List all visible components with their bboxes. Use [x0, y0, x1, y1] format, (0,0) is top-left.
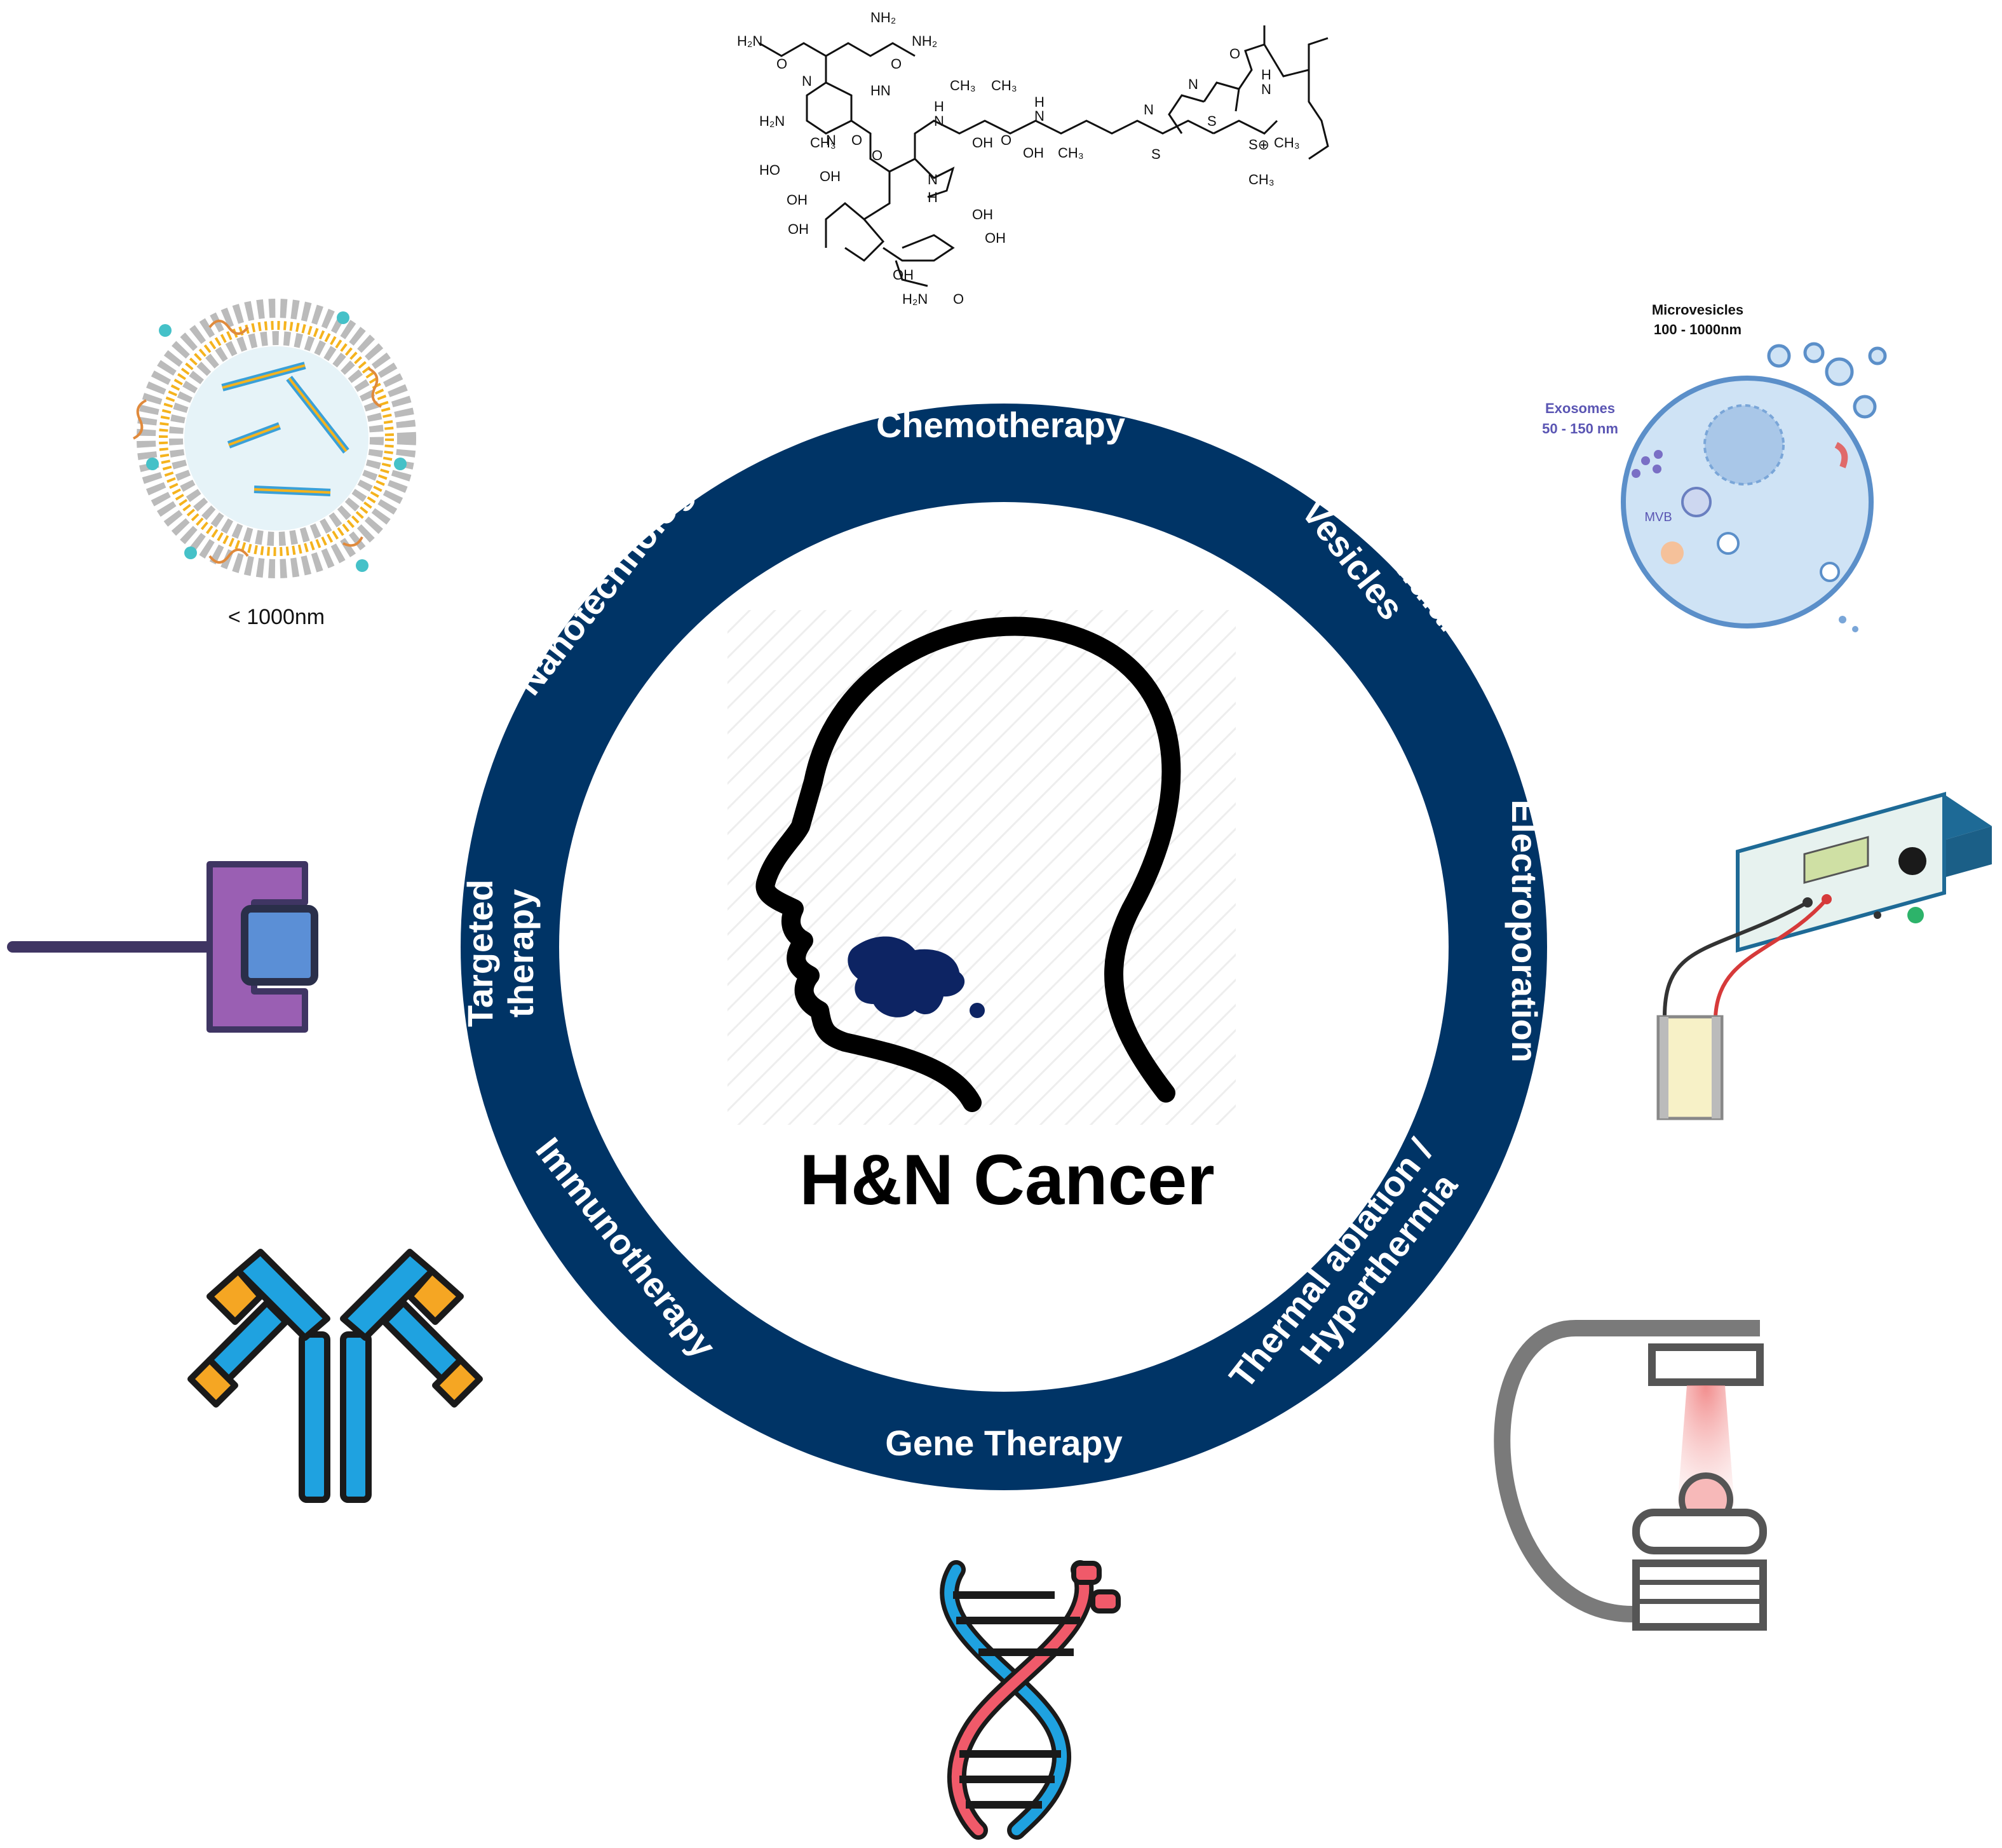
chem-label: N: [1034, 108, 1045, 124]
tumor-spot: [970, 1003, 985, 1018]
microvesicles-title: Microvesicles: [1652, 302, 1743, 318]
electroporator-icon: [1656, 792, 1992, 1120]
microvesicles-size: 100 - 1000nm: [1654, 322, 1742, 337]
chem-label: H₂N: [759, 113, 785, 129]
chem-label: O: [1001, 132, 1011, 148]
chem-label: OH: [788, 221, 809, 237]
chem-label: OH: [893, 267, 914, 283]
chem-label: O: [1229, 46, 1240, 62]
bleomycin-structure-icon: [759, 25, 1329, 287]
chem-label: N: [802, 73, 812, 89]
chem-label: CH₃: [950, 78, 976, 93]
chem-label: O: [953, 291, 964, 307]
chem-label: S: [1151, 146, 1161, 162]
dna-icon: [940, 1560, 1121, 1840]
bleomycin-atom-labels: H₂N NH₂ NH₂ O O H₂N N N CH₃ HN O H N CH₃…: [737, 10, 1300, 307]
chem-label: N: [1188, 76, 1198, 92]
chem-label: S⊕: [1248, 137, 1269, 153]
center-title: H&N Cancer: [799, 1140, 1215, 1220]
chem-label: H: [1034, 94, 1045, 110]
chem-label: O: [851, 132, 862, 148]
label-gene-therapy: Gene Therapy: [885, 1423, 1122, 1463]
chem-label: OH: [820, 168, 841, 184]
exosomes-size: 50 - 150 nm: [1542, 421, 1618, 437]
nanoparticle-icon: [133, 299, 416, 578]
chem-label: HO: [759, 162, 780, 178]
chem-label: CH₃: [1248, 172, 1275, 187]
chem-label: OH: [972, 207, 993, 222]
chem-label: OH: [787, 192, 808, 208]
chem-label: O: [776, 56, 787, 72]
nanoparticle-size-label: < 1000nm: [228, 605, 325, 629]
chem-label: H: [928, 189, 938, 205]
chem-label: OH: [1023, 145, 1044, 161]
label-chemotherapy: Chemotherapy: [876, 405, 1125, 445]
head-icon: [727, 610, 1236, 1125]
chem-label: N: [1144, 102, 1154, 118]
tumor-icon: [848, 936, 965, 1017]
chem-label: HN: [870, 83, 891, 99]
chem-label: NH₂: [870, 10, 896, 25]
chem-label: N: [934, 113, 944, 129]
chem-label: CH₃: [1274, 135, 1300, 151]
mvb-label: MVB: [1644, 510, 1672, 524]
chem-label: NH₂: [912, 33, 937, 49]
cell-vesicles-icon: [1621, 342, 1887, 632]
exosomes-title: Exosomes: [1545, 400, 1615, 416]
chem-label: H₂N: [902, 291, 928, 307]
chem-label: N: [928, 172, 938, 187]
hyperthermia-device-icon: [1494, 1320, 1767, 1631]
label-electroporation: Electroporation: [1505, 799, 1545, 1063]
chem-label: H₂N: [737, 33, 762, 49]
chem-label: CH₃: [810, 135, 836, 151]
chem-label: N: [826, 132, 836, 148]
chem-label: OH: [985, 230, 1006, 246]
chem-label: CH₃: [991, 78, 1017, 93]
chem-label: CH₃: [1058, 145, 1084, 161]
antibody-icon: [187, 1249, 483, 1503]
label-targeted-therapy: Targeted therapy: [460, 880, 541, 1027]
label-targeted-line2: therapy: [501, 889, 541, 1017]
chem-label: N: [1261, 81, 1271, 97]
receptor-inhibitor-icon: [7, 861, 318, 1033]
chem-label: O: [872, 147, 883, 163]
chem-label: O: [891, 56, 902, 72]
chem-label: OH: [972, 135, 993, 151]
chem-label: H: [1261, 67, 1271, 83]
chem-label: S: [1207, 113, 1217, 129]
chem-label: H: [934, 99, 944, 114]
label-targeted-line1: Targeted: [460, 880, 500, 1027]
